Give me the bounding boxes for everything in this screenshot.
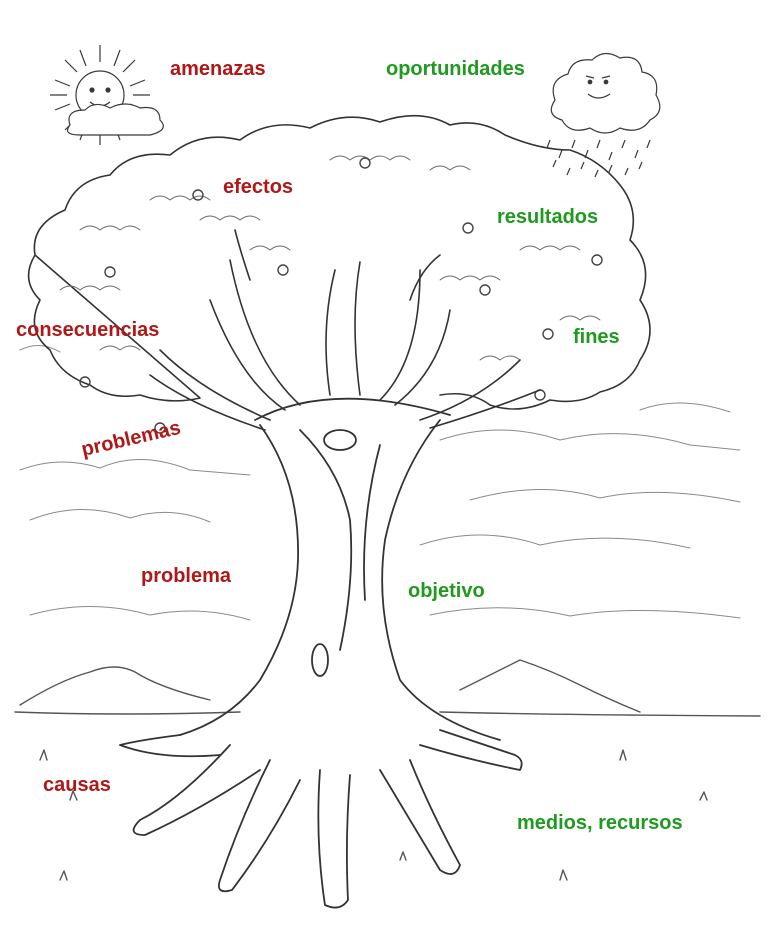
label-medios-recursos: medios, recursos <box>517 812 683 834</box>
label-objetivo: objetivo <box>408 580 485 602</box>
tree-crown <box>27 114 651 410</box>
label-resultados: resultados <box>497 206 599 228</box>
background-clouds <box>19 345 741 621</box>
label-oportunidades: oportunidades <box>386 58 525 80</box>
label-efectos: efectos <box>223 176 294 198</box>
label-consecuencias: consecuencias <box>16 319 160 341</box>
tree-trunk <box>179 397 501 741</box>
fruits <box>79 157 603 434</box>
ground <box>14 659 761 881</box>
label-causas: causas <box>43 774 111 796</box>
label-amenazas: amenazas <box>170 58 266 80</box>
foliage-texture <box>59 155 601 361</box>
sun-icon <box>50 45 164 145</box>
tree-roots <box>119 729 523 909</box>
branches <box>149 229 541 431</box>
label-fines: fines <box>573 326 620 348</box>
rain-cloud-icon <box>546 52 661 178</box>
label-problema: problema <box>141 565 232 587</box>
